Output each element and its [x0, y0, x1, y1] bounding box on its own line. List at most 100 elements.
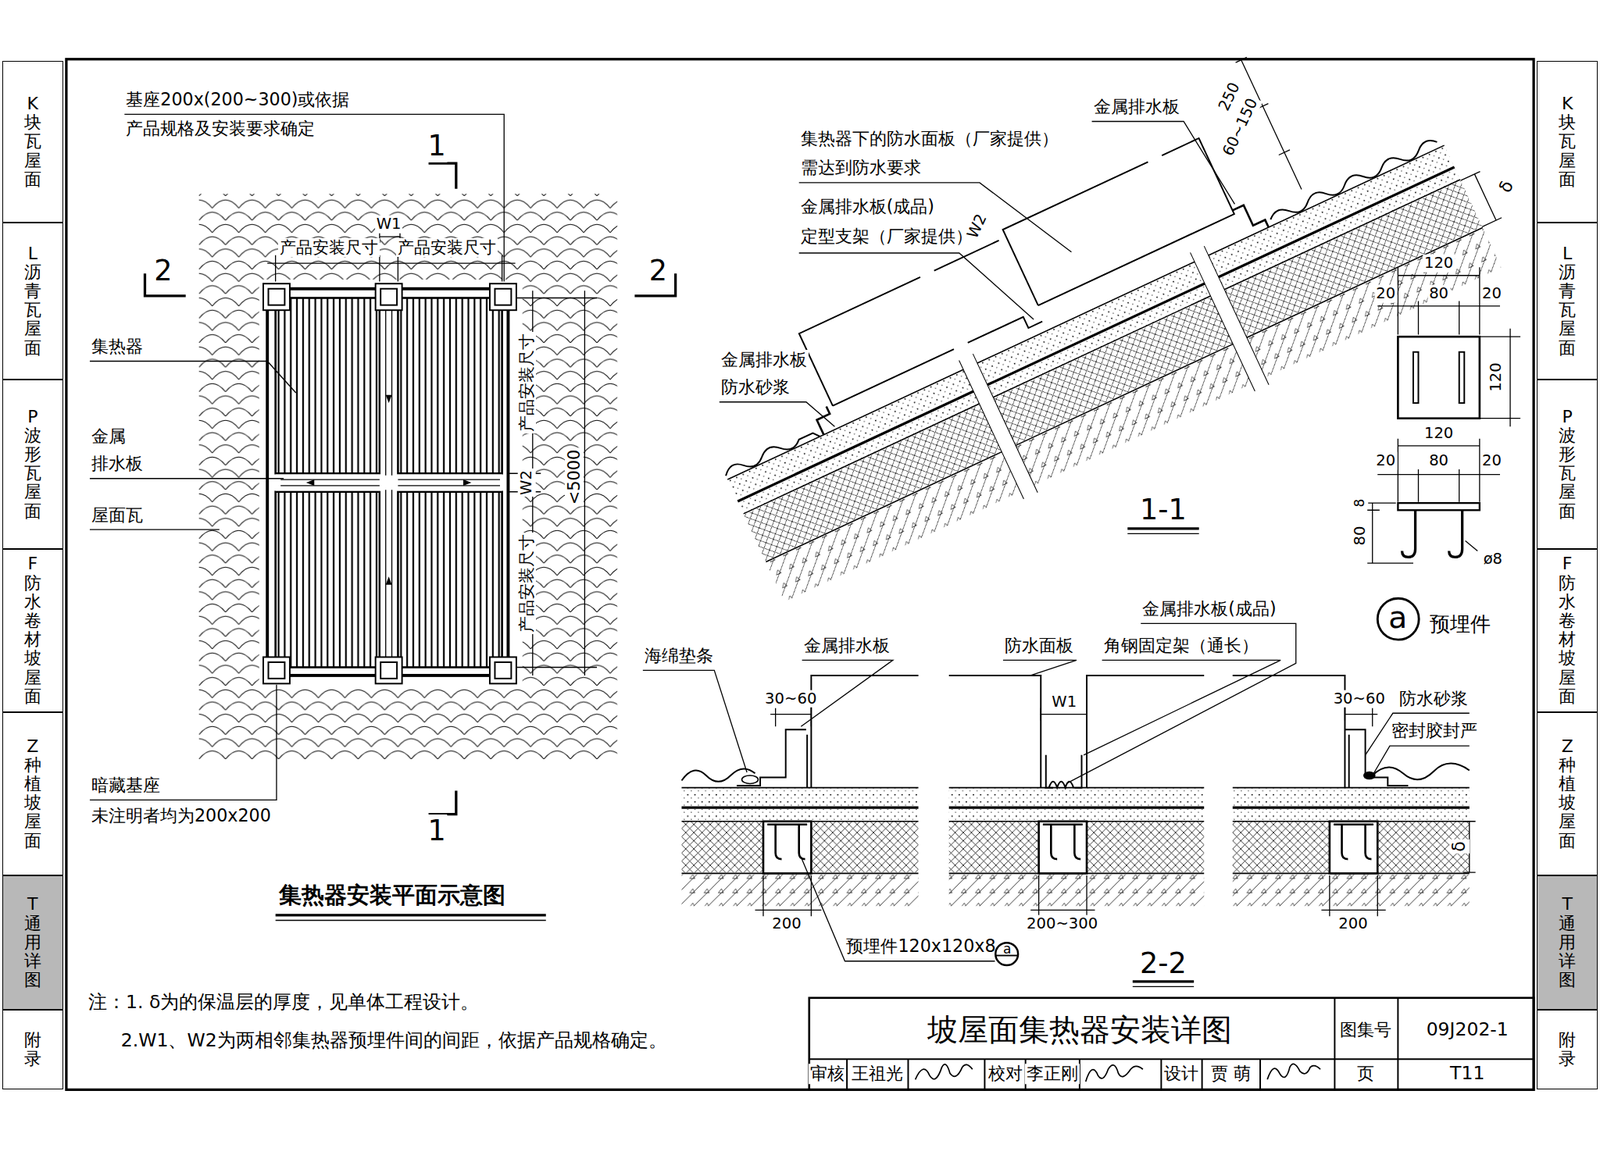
dimension-text: 20 [1480, 285, 1504, 304]
title-block [1085, 1065, 1143, 1083]
tab-title: 波形瓦屋面 [1558, 426, 1576, 522]
category-tab: 附录 [1536, 1010, 1598, 1090]
title-block-text: 图集号 [1338, 1020, 1393, 1041]
dimension-text: 20 [1480, 452, 1504, 471]
dimension-text: 30~60 [763, 689, 818, 708]
section-2-2 [767, 825, 1374, 860]
section-1-1 [737, 167, 1454, 502]
category-tab: F防水卷材坡屋面 [2, 549, 64, 713]
category-tab: Z种植坡屋面 [1536, 712, 1598, 876]
view-title: 集热器安装平面示意图 [277, 882, 508, 909]
tab-letter: L [1558, 244, 1576, 264]
annotation: 基座200x(200~300)或依据 [124, 89, 351, 111]
sheet-frame [66, 59, 1534, 1091]
detail-callout: a [994, 942, 1019, 967]
title-block [809, 998, 1534, 1091]
annotation: 未注明者均为200x200 [89, 806, 273, 827]
plan-view [89, 114, 676, 921]
title-block [1267, 1064, 1321, 1080]
plan-view [275, 920, 547, 922]
plan-view [275, 298, 503, 668]
title-block [809, 998, 1534, 1091]
section-2-2 [1066, 623, 1297, 784]
section-1-1 [799, 182, 1072, 253]
section-1-1 [799, 253, 1034, 320]
annotation: 防水面板 [1003, 635, 1075, 657]
plan-view [489, 283, 517, 311]
section-1-1 [1016, 345, 1252, 486]
embedded-part-detail [1459, 352, 1465, 404]
plan-view [267, 289, 508, 676]
note-text: 2.W1、W2为两相邻集热器预埋件间的间距，依据产品规格确定。 [119, 1030, 669, 1052]
dimension-text: 200 [770, 915, 803, 934]
plan-view [89, 685, 277, 801]
detail-callout: a预埋件 [1375, 596, 1421, 642]
section-2-2 [1046, 755, 1083, 789]
tab-letter: Z [24, 737, 42, 757]
dimension-text: 产品安装尺寸 [517, 332, 536, 434]
category-tab: F防水卷材坡屋面 [1536, 549, 1598, 713]
embedded-part-detail [1479, 328, 1521, 427]
section-mark: 2-2 [1138, 947, 1189, 981]
section-mark: 2 [152, 254, 174, 288]
section-2-2 [1083, 660, 1281, 756]
dimension-text: 20 [1374, 452, 1397, 471]
annotation: 排水板 [89, 453, 145, 475]
section-2-2 [763, 821, 1378, 875]
category-tab: P波形瓦屋面 [2, 379, 64, 550]
dimension-text: W1 [375, 215, 404, 234]
tab-title: 防水卷材坡屋面 [1558, 574, 1576, 707]
plan-view [267, 230, 515, 282]
annotation: 海绵垫条 [642, 646, 715, 667]
dimension-text: ø8 [1482, 550, 1504, 568]
section-2-2 [742, 775, 759, 784]
section-2-2 [755, 875, 1386, 917]
detail-callout [1377, 598, 1419, 640]
section-2-2 [1039, 821, 1087, 875]
plan-view [89, 478, 284, 479]
category-tab: T通用详图 [2, 875, 64, 1011]
annotation: 金属排水板 [1092, 96, 1182, 118]
section-2-2 [1132, 986, 1194, 988]
section-2-2 [681, 768, 755, 782]
title-block [809, 998, 1534, 1091]
dimension-text: 产品安装尺寸 [278, 238, 380, 258]
plan-view [494, 662, 511, 679]
title-block-text: 李正刚 [1025, 1064, 1080, 1086]
title-block-text: 页 [1355, 1064, 1376, 1086]
tab-title: 附录 [1558, 1031, 1576, 1069]
dimension-text: W1 [1050, 692, 1079, 711]
embedded-part-detail [1377, 439, 1500, 503]
callout-letter: a [1003, 942, 1011, 956]
embedded-part-detail [1465, 540, 1479, 551]
section-mark: 1-1 [1138, 493, 1189, 527]
tab-title: 防水卷材坡屋面 [24, 574, 42, 707]
section-2-2 [1003, 660, 1077, 676]
tab-letter: K [1558, 94, 1576, 114]
tab-title: 沥青瓦屋面 [24, 263, 42, 358]
annotation: 防水砂浆 [719, 377, 792, 398]
annotation: 定型支架（厂家提供） [799, 226, 975, 247]
section-2-2 [1232, 809, 1470, 821]
dimension-text: 20 [1374, 285, 1397, 304]
plan-view [397, 298, 502, 475]
plan-view [263, 283, 517, 684]
plan-view [494, 289, 511, 306]
section-1-1 [1003, 138, 1235, 306]
plan-view [280, 306, 500, 664]
section-2-2 [949, 809, 1205, 821]
embedded-part-detail [1367, 267, 1521, 564]
title-block-text: 设计 [1162, 1064, 1200, 1086]
section-2-2 [1132, 980, 1194, 983]
plan-view [263, 283, 290, 311]
section-2-2 [1372, 746, 1470, 776]
dimension-text: 产品安装尺寸 [396, 238, 498, 258]
plan-view [275, 492, 380, 668]
section-2-2 [763, 821, 811, 875]
title-block-text: 王祖光 [850, 1064, 905, 1086]
section-2-2 [949, 875, 1205, 908]
section-2-2 [736, 729, 807, 786]
title-block-text: 09J202-1 [1425, 1020, 1511, 1042]
embedded-part-detail [1397, 336, 1479, 419]
drawing-title: 坡屋面集热器安装详图 [925, 1013, 1234, 1049]
